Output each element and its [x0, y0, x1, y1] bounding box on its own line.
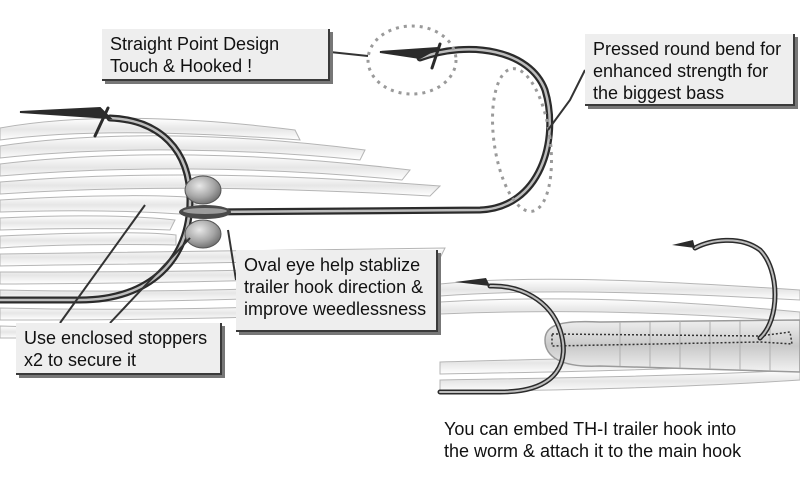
- callout-straight-point-line-2: Touch & Hooked !: [110, 56, 253, 76]
- main-hook: [201, 42, 554, 216]
- callout-oval-eye-line-2: trailer hook direction &: [244, 277, 424, 297]
- callout-stoppers: Use enclosed stoppers x2 to secure it: [16, 323, 222, 375]
- callout-stoppers-line-1: Use enclosed stoppers: [24, 328, 208, 348]
- leader-lines: [59, 51, 586, 324]
- stoppers: [179, 175, 231, 249]
- callout-oval-eye-line-3: improve weedlessness: [244, 299, 427, 319]
- callout-stoppers-line-2: x2 to secure it: [24, 350, 137, 370]
- worm-inset: [437, 237, 800, 408]
- callout-embed: You can embed TH-I trailer hook into the…: [436, 414, 800, 470]
- callout-oval-eye-line-1: Oval eye help stablize: [244, 255, 421, 275]
- callout-embed-line-1: You can embed TH-I trailer hook into: [444, 419, 737, 439]
- callout-oval-eye: Oval eye help stablize trailer hook dire…: [236, 250, 438, 332]
- callout-pressed-bend-line-1: Pressed round bend for: [593, 39, 782, 59]
- dotted-highlights: [366, 24, 553, 213]
- callout-pressed-bend: Pressed round bend for enhanced strength…: [585, 34, 795, 106]
- callout-pressed-bend-line-3: the biggest bass: [593, 83, 725, 103]
- callout-straight-point-line-1: Straight Point Design: [110, 34, 280, 54]
- callout-straight-point: Straight Point Design Touch & Hooked !: [102, 29, 330, 81]
- callout-pressed-bend-line-2: enhanced strength for: [593, 61, 769, 81]
- callout-embed-line-2: the worm & attach it to the main hook: [444, 441, 742, 461]
